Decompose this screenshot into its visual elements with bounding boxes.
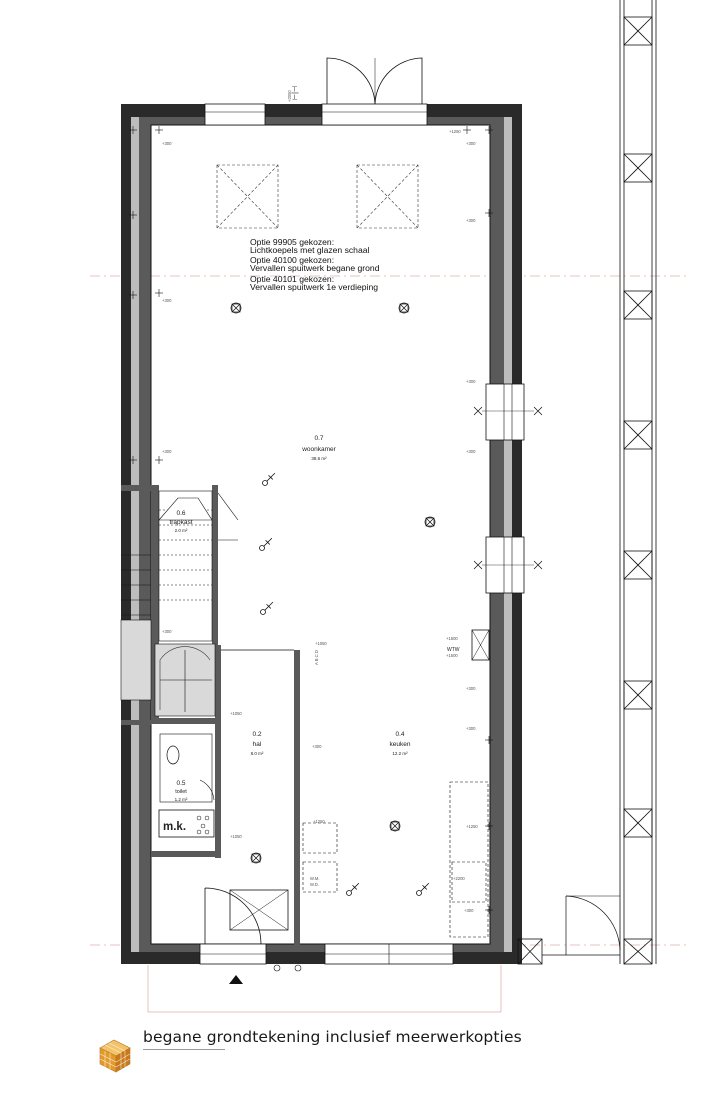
toilet-name: toilet — [175, 789, 187, 795]
svg-text:+2050: +2050 — [287, 90, 292, 102]
meterkast-label: m.k. — [163, 821, 186, 833]
logo-icon — [99, 1039, 131, 1073]
svg-text:+1250: +1250 — [313, 819, 325, 824]
svg-text:+2200: +2200 — [453, 876, 465, 881]
hal-name: hal — [253, 741, 262, 748]
wall-markers — [129, 126, 493, 914]
svg-text:+1050: +1050 — [230, 711, 242, 716]
top-openings: +2050 ⊢|⊣ — [204, 57, 428, 126]
side-elevation — [517, 0, 657, 965]
wtw-unit: WTW — [447, 629, 490, 661]
interior-walls — [121, 485, 300, 952]
skylights — [216, 164, 419, 229]
dimension-lines — [147, 965, 502, 1013]
wm-label: W.M. — [310, 876, 320, 881]
svg-text:+300: +300 — [466, 141, 476, 146]
hal-area: 8.0 m² — [251, 751, 264, 756]
svg-text:+300: +300 — [466, 379, 476, 384]
room-labels: 0.7 woonkamer 38.6 m² 0.6 trapkast 2.0 m… — [169, 435, 410, 802]
option-2-text: Vervallen spuitwerk begane grond — [250, 263, 380, 273]
svg-text:+1500: +1500 — [446, 653, 458, 658]
wd-label: W.D. — [310, 882, 319, 887]
kitchen-counter — [302, 781, 489, 938]
svg-text:+300: +300 — [162, 629, 172, 634]
keuken-area: 12.2 m² — [392, 751, 408, 756]
svg-text:+300: +300 — [464, 908, 474, 913]
keuken-name: keuken — [390, 741, 411, 748]
toilet-area: m.k. — [158, 733, 215, 838]
svg-text:+1500: +1500 — [446, 636, 458, 641]
svg-text:+300: +300 — [466, 449, 476, 454]
trapkast-area: 2.0 m² — [175, 528, 188, 533]
toilet-number: 0.5 — [176, 780, 185, 787]
toilet-area: 1.2 m² — [175, 797, 188, 802]
option-2-title: Optie 40100 gekozen: — [250, 255, 334, 265]
option-3-title: Optie 40101 gekozen: — [250, 274, 334, 284]
svg-text:+300: +300 — [466, 686, 476, 691]
bottom-openings — [199, 887, 454, 984]
svg-text:+300: +300 — [162, 449, 172, 454]
svg-text:+300: +300 — [466, 218, 476, 223]
option-1-text: Lichtkoepels met glazen schaal — [250, 245, 370, 255]
right-windows — [473, 383, 543, 594]
svg-text:+300: +300 — [162, 298, 172, 303]
svg-text:+300: +300 — [466, 726, 476, 731]
svg-text:+1050: +1050 — [230, 834, 242, 839]
option-3-text: Vervallen spuitwerk 1e verdieping — [250, 282, 378, 292]
staircase — [120, 490, 239, 717]
svg-text:⊢|⊣: ⊢|⊣ — [292, 86, 299, 100]
svg-text:+300: +300 — [162, 141, 172, 146]
woonkamer-area: 38.6 m² — [311, 456, 327, 461]
stair-letters: A B C D — [314, 650, 319, 665]
svg-text:+300: +300 — [312, 744, 322, 749]
option-notes: Optie 99905 gekozen: Lichtkoepels met gl… — [250, 237, 380, 292]
hal-number: 0.2 — [252, 731, 261, 738]
trapkast-name: trapkast — [169, 519, 192, 526]
svg-text:+1250: +1250 — [466, 824, 478, 829]
trapkast-number: 0.6 — [176, 510, 185, 517]
title-underline — [143, 1049, 225, 1050]
keuken-number: 0.4 — [395, 731, 404, 738]
svg-text:+1250: +1250 — [449, 129, 461, 134]
option-1-title: Optie 99905 gekozen: — [250, 237, 334, 247]
woonkamer-number: 0.7 — [314, 435, 323, 442]
switches — [259, 472, 430, 896]
wtw-label: WTW — [447, 647, 460, 653]
woonkamer-name: woonkamer — [301, 446, 336, 453]
svg-text:+1050: +1050 — [315, 641, 327, 646]
elevation-marks: +300 +300 +1250 +300 +300 +300 +300 +300… — [162, 129, 478, 913]
drawing-title: begane grondtekening inclusief meerwerko… — [143, 1028, 522, 1046]
